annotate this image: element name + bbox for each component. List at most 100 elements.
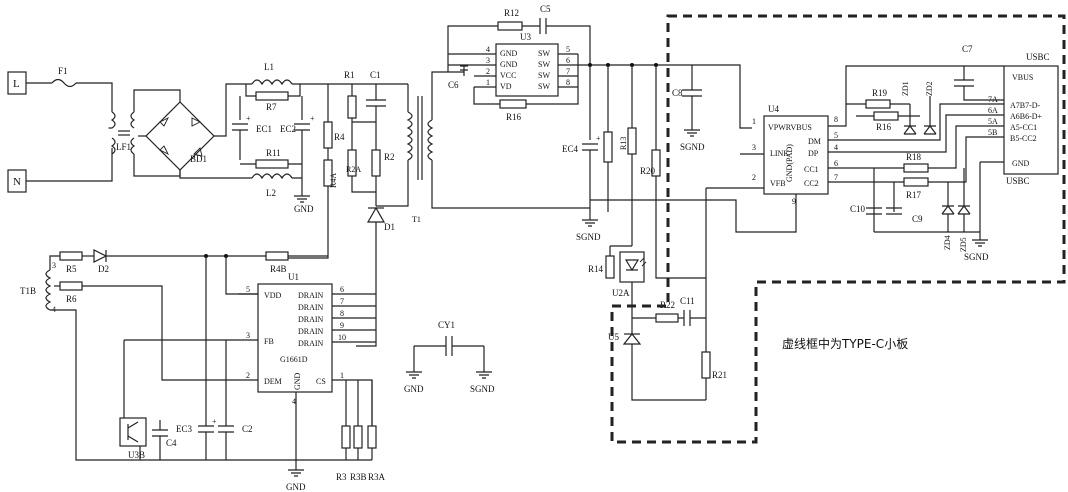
- resistor-r4b: R4B: [265, 251, 328, 274]
- svg-text:SW: SW: [538, 60, 550, 69]
- svg-text:U2A: U2A: [612, 288, 630, 298]
- svg-text:R11: R11: [266, 148, 281, 158]
- svg-text:5: 5: [246, 285, 250, 294]
- resistor-r2: R2: [371, 122, 395, 206]
- svg-text:6: 6: [340, 285, 344, 294]
- svg-text:G1661D: G1661D: [280, 355, 308, 364]
- ground-symbol-gnd-u1: GND: [286, 469, 306, 492]
- svg-text:R2: R2: [384, 152, 395, 162]
- svg-text:D2: D2: [98, 264, 109, 274]
- svg-text:C8: C8: [672, 88, 683, 98]
- inductor-l2: L2: [236, 173, 302, 198]
- svg-text:GND: GND: [294, 204, 314, 214]
- svg-text:DRAIN: DRAIN: [298, 303, 324, 312]
- svg-text:R3B: R3B: [350, 472, 367, 482]
- svg-text:BD1: BD1: [190, 154, 207, 164]
- svg-text:VCC: VCC: [500, 71, 516, 80]
- svg-text:LF1: LF1: [116, 142, 131, 152]
- svg-text:R16: R16: [506, 112, 522, 122]
- svg-text:3: 3: [52, 261, 56, 270]
- resistor-r16-typec: R16: [856, 111, 920, 132]
- svg-text:ZD2: ZD2: [925, 81, 934, 96]
- resistor-r4a: R4A: [276, 148, 338, 259]
- capacitor-c8: C8 SGND: [672, 65, 705, 152]
- resistor-r20: R20: [640, 65, 707, 300]
- resistor-r11: R11: [240, 148, 302, 169]
- svg-text:3: 3: [246, 331, 250, 340]
- svg-text:CC1: CC1: [804, 165, 819, 174]
- svg-text:4: 4: [292, 397, 296, 406]
- svg-text:GND(PAD): GND(PAD): [785, 144, 794, 182]
- optocoupler-u3b: U3B: [119, 340, 147, 460]
- svg-text:6A: 6A: [988, 106, 998, 115]
- resistor-r16-secondary: R16: [473, 87, 579, 122]
- svg-text:C2: C2: [242, 424, 253, 434]
- svg-text:+: +: [310, 114, 315, 123]
- svg-text:+: +: [596, 134, 601, 143]
- svg-text:10: 10: [338, 333, 346, 342]
- svg-text:2: 2: [246, 371, 250, 380]
- capacitor-c2: C2: [218, 340, 253, 460]
- svg-text:DRAIN: DRAIN: [298, 315, 324, 324]
- zener-zd1: ZD1: [901, 81, 917, 135]
- svg-text:C6: C6: [448, 80, 459, 90]
- svg-text:R19: R19: [872, 88, 888, 98]
- svg-text:C1: C1: [370, 70, 381, 80]
- electrolytic-capacitor-ec2: + EC2: [280, 96, 315, 160]
- svg-text:9: 9: [340, 321, 344, 330]
- svg-text:R4B: R4B: [270, 264, 287, 274]
- svg-text:5: 5: [566, 45, 570, 54]
- svg-text:FB: FB: [264, 337, 274, 346]
- svg-text:CS: CS: [316, 377, 326, 386]
- svg-text:C9: C9: [912, 214, 923, 224]
- svg-text:D1: D1: [384, 222, 395, 232]
- optocoupler-u2a: U2A: [612, 251, 647, 298]
- svg-text:SGND: SGND: [964, 252, 989, 262]
- resistor-r15: [603, 65, 613, 212]
- svg-text:L2: L2: [266, 188, 276, 198]
- svg-text:U5: U5: [608, 332, 619, 342]
- resistor-r19: R19: [846, 88, 910, 109]
- resistor-r1: R1: [344, 70, 357, 128]
- svg-text:CY1: CY1: [438, 320, 455, 330]
- resistor-r13: R13: [619, 65, 637, 246]
- svg-text:SW: SW: [538, 82, 550, 91]
- electrolytic-capacitor-ec1: + EC1: [232, 96, 272, 160]
- svg-text:VBUS: VBUS: [1012, 73, 1033, 82]
- svg-text:ZD1: ZD1: [901, 81, 910, 96]
- svg-text:R13: R13: [619, 137, 628, 150]
- svg-text:R6: R6: [66, 294, 77, 304]
- zener-zd2: ZD2: [923, 81, 937, 135]
- resistor-r4: R4: [323, 84, 345, 149]
- resistor-r21: R21: [701, 300, 727, 400]
- svg-text:R7: R7: [266, 102, 277, 112]
- svg-text:EC2: EC2: [280, 124, 296, 134]
- zener-zd5: ZD5: [957, 168, 971, 252]
- svg-text:VFB: VFB: [770, 179, 786, 188]
- diode-d2: D2: [93, 249, 266, 274]
- svg-text:2: 2: [486, 67, 490, 76]
- svg-text:DRAIN: DRAIN: [298, 339, 324, 348]
- bridge-rectifier-bd1: BD1: [145, 101, 215, 171]
- usbc-connector: USBC VBUS A7B7-D- A6B6-D+ A5-CC1 B5-CC2 …: [988, 52, 1059, 186]
- svg-text:1: 1: [752, 117, 756, 126]
- svg-text:SGND: SGND: [680, 142, 705, 152]
- resistor-r3: R3: [336, 380, 351, 482]
- svg-text:VPWRVBUS: VPWRVBUS: [768, 123, 812, 132]
- svg-text:SGND: SGND: [470, 384, 495, 394]
- svg-text:7: 7: [566, 67, 570, 76]
- capacitor-c6: C6: [448, 65, 468, 90]
- svg-text:C10: C10: [850, 204, 866, 214]
- svg-text:SGND: SGND: [576, 232, 601, 242]
- svg-text:EC3: EC3: [176, 424, 193, 434]
- capacitor-c5: C5: [532, 4, 591, 65]
- svg-text:R1: R1: [344, 70, 355, 80]
- shunt-regulator-u5: U5: [608, 318, 706, 401]
- resistor-r5: R5: [59, 251, 94, 274]
- svg-text:T1: T1: [412, 215, 421, 224]
- svg-text:N: N: [13, 176, 21, 188]
- svg-text:R22: R22: [660, 300, 675, 310]
- resistor-r3b: R3B: [350, 380, 367, 482]
- svg-text:U3: U3: [520, 32, 531, 42]
